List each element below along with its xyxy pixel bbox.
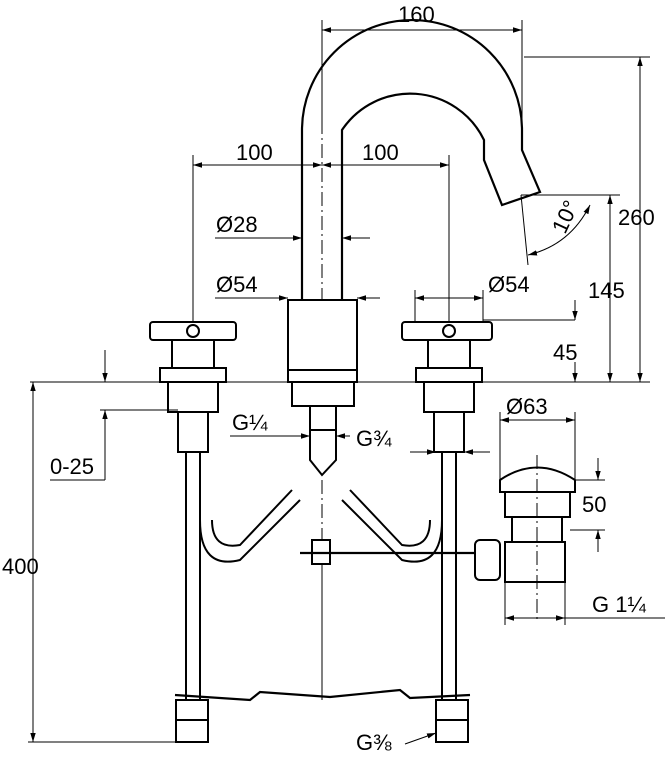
waste-thread-label: G 1¼ [592, 592, 646, 617]
spout-diameter-label: Ø28 [216, 212, 258, 237]
spout [287, 18, 542, 700]
dimension-lines [28, 20, 665, 745]
spout-reach-label: 160 [398, 2, 435, 27]
left-handle [149, 321, 237, 453]
handle-height-label: 45 [553, 340, 577, 365]
spout-angle-label: 10° [547, 196, 584, 237]
right-handle [401, 321, 493, 453]
pop-up-waste [474, 455, 576, 620]
outlet-height-label: 145 [588, 278, 625, 303]
dimension-labels: 160 100 100 Ø28 Ø54 Ø54 260 145 45 10° G… [2, 2, 655, 755]
waste-diameter-label: Ø63 [506, 394, 548, 419]
hose-connection-label: G⅜ [356, 730, 392, 755]
left-spacing-label: 100 [236, 140, 273, 165]
total-height-label: 260 [618, 205, 655, 230]
hoses [174, 429, 475, 743]
handle-base-diameter-label: Ø54 [488, 272, 530, 297]
spout-thread-label: G¾ [356, 426, 392, 451]
hose-length-label: 400 [2, 554, 39, 579]
handle-thread-label: G¼ [232, 410, 268, 435]
right-spacing-label: 100 [362, 140, 399, 165]
deck-thickness-label: 0-25 [50, 454, 94, 479]
spout-base-diameter-label: Ø54 [216, 272, 258, 297]
waste-height-label: 50 [582, 492, 606, 517]
